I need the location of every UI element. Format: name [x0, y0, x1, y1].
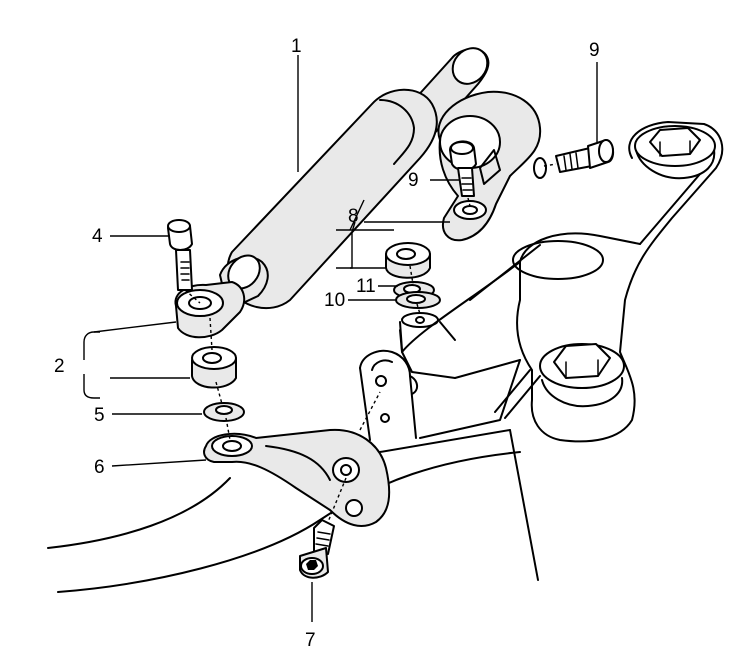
callout-label-11: 11 — [356, 276, 376, 297]
triple-clamp — [512, 121, 724, 443]
callout-label-6: 6 — [94, 457, 105, 478]
rubber-bushing — [191, 346, 237, 389]
damper-body — [219, 47, 490, 311]
leader-lines — [83, 55, 598, 622]
frame-structure — [47, 244, 541, 593]
callout-label-8: 8 — [348, 206, 359, 227]
fork-clamp — [437, 90, 547, 242]
damper-rod-eye — [174, 281, 246, 339]
bolt-9-vertical — [449, 140, 477, 197]
bolt-4 — [167, 219, 193, 291]
assembly-center-lines — [184, 163, 557, 523]
mounting-bracket — [203, 428, 391, 527]
callout-labels: 1 2 4 5 6 7 8 9 9 10 11 — [54, 36, 600, 651]
bolt-9-horizontal — [555, 139, 614, 173]
upper-bushing-stack — [385, 242, 456, 351]
callout-label-9-vertical-bolt: 9 — [408, 170, 419, 191]
washer-5 — [203, 402, 245, 422]
bolt-7 — [299, 519, 335, 579]
frame-lug — [359, 349, 418, 441]
callout-label-9-horizontal-bolt: 9 — [589, 40, 600, 61]
callout-label-10: 10 — [324, 290, 345, 311]
callout-label-7: 7 — [305, 630, 316, 651]
callout-label-1: 1 — [291, 36, 302, 57]
hex-nut-upper — [634, 125, 716, 180]
hex-nut-lower — [539, 343, 625, 408]
callout-label-5: 5 — [94, 405, 105, 426]
callout-label-4: 4 — [92, 226, 103, 247]
callout-label-2: 2 — [54, 356, 65, 377]
